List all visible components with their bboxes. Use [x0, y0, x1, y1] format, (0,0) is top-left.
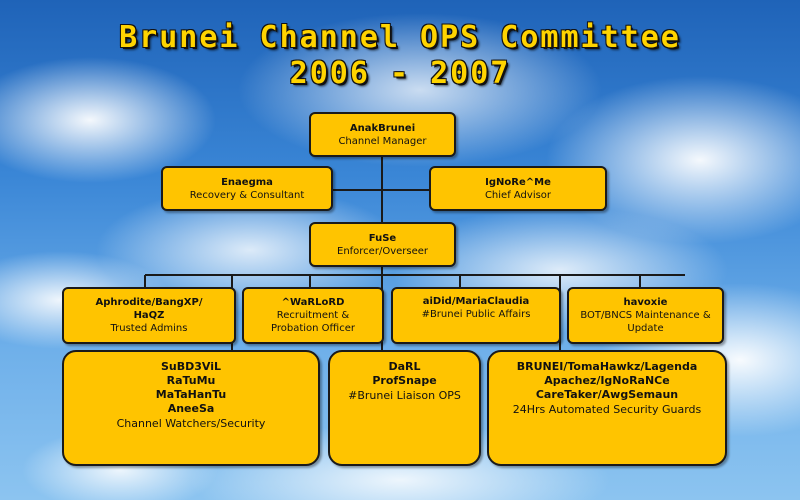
node-bot-maintenance: havoxie BOT/BNCS Maintenance & Update: [567, 287, 724, 344]
node-name: SuBD3ViL: [160, 360, 222, 373]
node-role: Chief Advisor: [484, 189, 552, 201]
node-security-guards: BRUNEI/TomaHawkz/Lagenda Apachez/IgNoRaN…: [487, 350, 727, 466]
node-name: aiDid/MariaClaudia: [422, 296, 530, 307]
node-name: CareTaker/AwgSemaun: [535, 388, 679, 401]
node-liaison-ops: DaRL ProfSnape #Brunei Liaison OPS: [328, 350, 481, 466]
node-name: AneeSa: [167, 402, 215, 415]
node-chief-advisor: IgNoRe^Me Chief Advisor: [429, 166, 607, 211]
node-name: FuSe: [368, 232, 397, 244]
node-name: Apachez/IgNoRaNCe: [544, 374, 670, 387]
chart-subtitle-years: 2006 - 2007: [289, 56, 511, 91]
node-name: DaRL: [388, 360, 421, 373]
node-role: Enforcer/Overseer: [337, 245, 428, 257]
node-name: ^WaRLoRD: [281, 297, 345, 308]
node-name: Enaegma: [221, 176, 273, 188]
node-name: AnakBrunei: [349, 122, 416, 134]
node-name: RaTuMu: [166, 374, 216, 387]
node-name: havoxie: [623, 297, 668, 308]
node-name: MaTaHanTu: [155, 388, 227, 401]
node-role: Update: [627, 323, 664, 334]
node-role: #Brunei Public Affairs: [421, 309, 531, 320]
node-role: Recovery & Consultant: [189, 189, 305, 201]
chart-title: Brunei Channel OPS Committee: [119, 20, 681, 55]
node-role: #Brunei Liaison OPS: [348, 389, 461, 402]
node-enforcer: FuSe Enforcer/Overseer: [309, 222, 456, 267]
node-name: IgNoRe^Me: [485, 176, 551, 188]
node-recovery-consultant: Enaegma Recovery & Consultant: [161, 166, 333, 211]
node-role: Recruitment &: [276, 310, 350, 321]
node-channel-manager: AnakBrunei Channel Manager: [309, 112, 456, 157]
node-trusted-admins: Aphrodite/BangXP/ HaQZ Trusted Admins: [62, 287, 236, 344]
node-recruitment: ^WaRLoRD Recruitment & Probation Officer: [242, 287, 384, 344]
node-role: Channel Manager: [338, 135, 427, 147]
node-role: 24Hrs Automated Security Guards: [512, 403, 702, 416]
node-name: HaQZ: [133, 310, 165, 321]
node-role: Trusted Admins: [110, 323, 188, 334]
node-role: Channel Watchers/Security: [116, 417, 266, 430]
node-channel-watchers: SuBD3ViL RaTuMu MaTaHanTu AneeSa Channel…: [62, 350, 320, 466]
node-role: BOT/BNCS Maintenance &: [580, 310, 711, 321]
node-name: BRUNEI/TomaHawkz/Lagenda: [516, 360, 698, 373]
node-name: Aphrodite/BangXP/: [95, 297, 203, 308]
node-public-affairs: aiDid/MariaClaudia #Brunei Public Affair…: [391, 287, 561, 344]
node-role: Probation Officer: [271, 323, 355, 334]
node-name: ProfSnape: [372, 374, 437, 387]
